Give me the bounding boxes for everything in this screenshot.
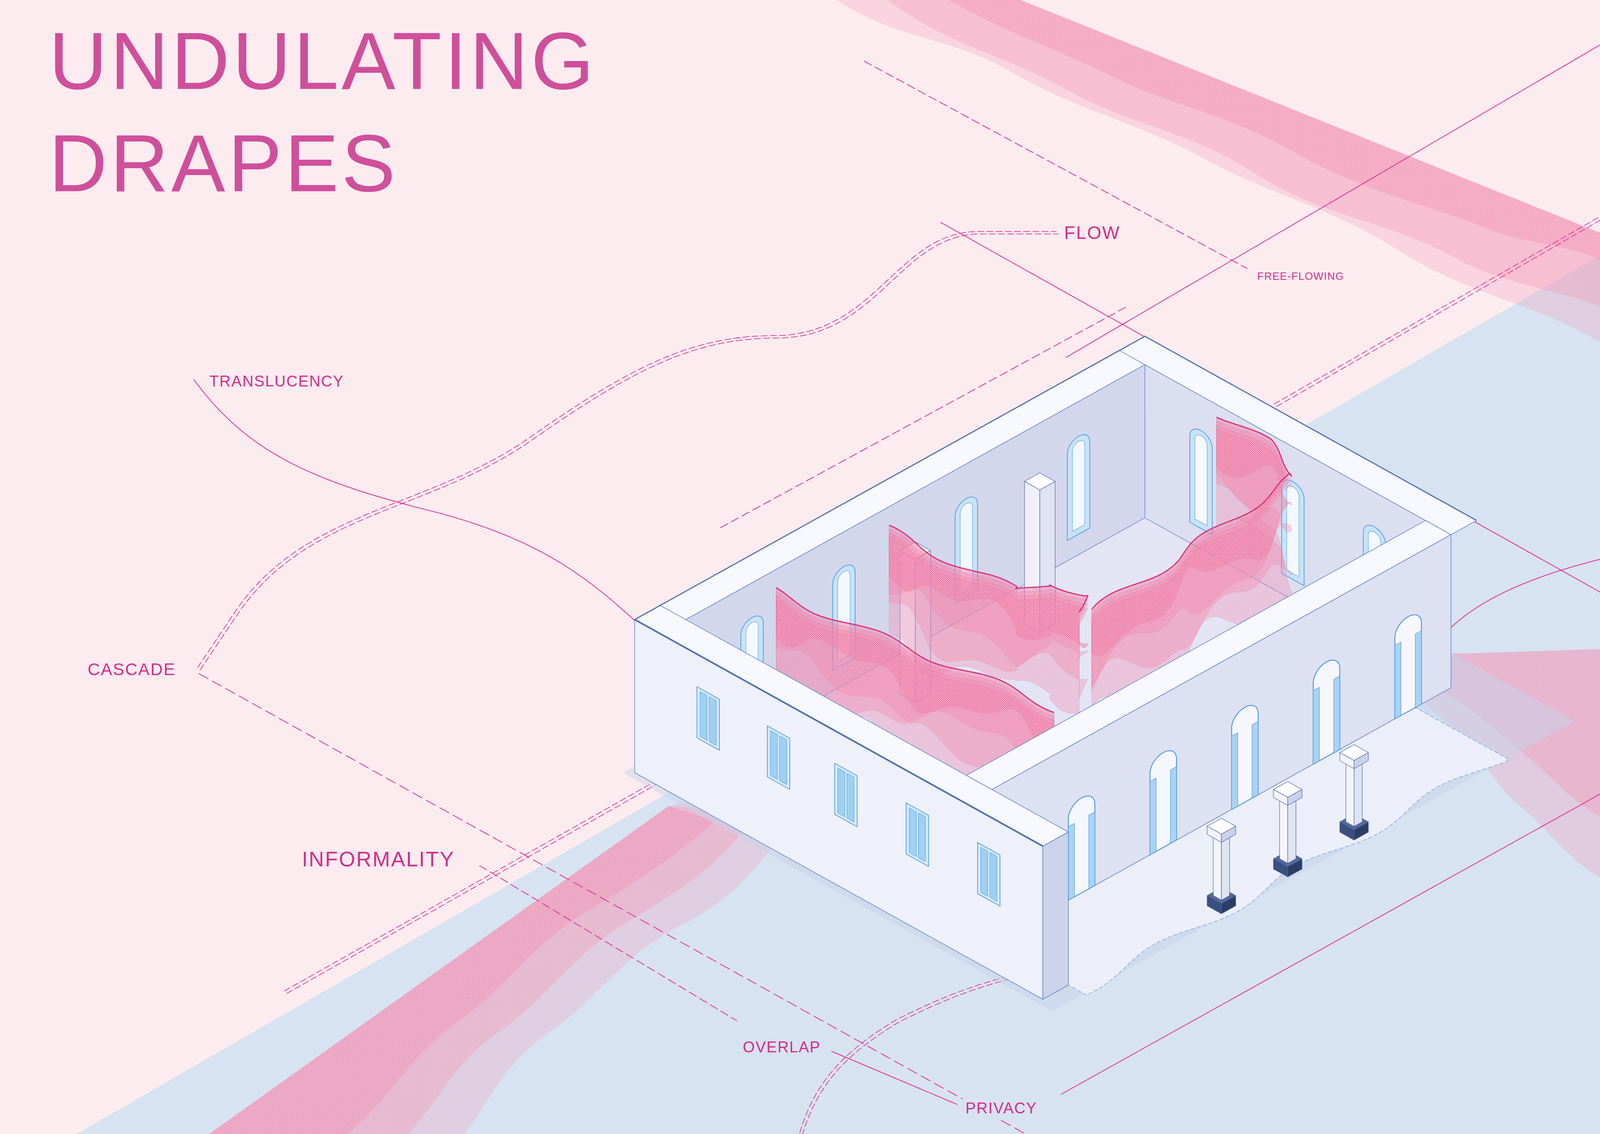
arched-door — [1313, 659, 1341, 764]
pillar-capital — [1339, 744, 1369, 761]
fabric-layer — [209, 806, 746, 1134]
poster-title: UNDULATING DRAPES — [48, 9, 656, 215]
pillar-shaft — [1345, 760, 1354, 827]
concept-line — [284, 774, 668, 991]
window-shutter — [699, 691, 708, 741]
concept-line — [193, 379, 635, 621]
fabric-layer — [209, 806, 715, 1134]
door-leaf — [1313, 687, 1320, 764]
window-shutter — [779, 735, 787, 785]
concept-line — [286, 776, 670, 993]
window — [767, 725, 791, 789]
door-leaf — [1231, 732, 1238, 810]
window-shutter — [909, 807, 917, 857]
concept-line — [1276, 219, 1600, 407]
blue-ground — [76, 255, 1600, 1134]
window — [696, 686, 720, 751]
concept-label: FLOW — [1060, 221, 1124, 245]
fabric-layer — [887, 0, 1600, 306]
concept-label: CASCADE — [84, 658, 180, 680]
window-glass — [1072, 440, 1085, 532]
fabric-texture — [887, 0, 1600, 306]
door-leaf — [1415, 630, 1422, 708]
window-shutter — [847, 772, 855, 822]
axonometric-building — [622, 336, 1575, 1011]
window — [1067, 434, 1090, 541]
fabric-layer — [209, 799, 787, 1134]
concept-label: OVERLAP — [739, 1037, 825, 1057]
concept-line — [1066, 44, 1600, 358]
drape-rail — [889, 524, 1088, 612]
door-leaf — [1333, 675, 1340, 753]
door-leaf — [1252, 720, 1259, 798]
concept-line — [864, 61, 1248, 269]
fabric-layer — [948, 0, 1600, 261]
door-leaf — [1088, 811, 1095, 889]
roof-edge — [634, 336, 1477, 620]
arched-door — [1150, 750, 1177, 855]
concept-label: INFORMALITY — [298, 846, 458, 873]
pillar-shaft — [1213, 834, 1222, 901]
window-shutter — [770, 730, 778, 780]
wall-top — [1119, 336, 1477, 535]
concept-line — [479, 865, 737, 1021]
pillar-shaft — [1221, 834, 1230, 901]
window-shutter — [989, 852, 998, 902]
window-shutter — [980, 847, 988, 896]
wall-cut — [1042, 831, 1069, 1000]
window — [906, 802, 929, 867]
wall-top — [634, 605, 1069, 847]
concept-line — [1274, 217, 1599, 404]
drape-bands — [209, 0, 1600, 1134]
door-leaf — [1150, 777, 1157, 855]
window-shutter — [837, 767, 846, 817]
fabric-texture — [209, 806, 746, 1134]
concept-label: FREE-FLOWING — [1254, 269, 1348, 284]
arched-door — [1231, 705, 1259, 810]
concept-lines — [193, 44, 1600, 1134]
pillar-shaft — [1354, 760, 1363, 827]
door-leaf — [1068, 822, 1075, 900]
concept-label: TRANSLUCENCY — [206, 371, 348, 392]
window — [977, 842, 1001, 906]
drape-rail — [1091, 417, 1292, 610]
window-shutter — [709, 696, 717, 746]
fabric-texture — [209, 806, 715, 1134]
wall-top — [966, 520, 1451, 790]
fabric-layer — [836, 0, 1600, 342]
fabric-texture — [948, 0, 1600, 261]
pier — [1024, 472, 1056, 490]
concept-line — [831, 1050, 958, 1104]
window-shutter — [918, 812, 926, 862]
arched-door — [1395, 614, 1422, 719]
pillar-shaft — [1279, 797, 1288, 864]
pillar-shaft — [1287, 797, 1296, 864]
wall-top — [634, 336, 1171, 634]
concept-label: PRIVACY — [962, 1098, 1041, 1118]
cornice — [634, 619, 1043, 846]
window — [834, 763, 858, 827]
fabric-texture — [209, 799, 787, 1134]
door-leaf — [1395, 641, 1402, 719]
window-glass — [1195, 434, 1208, 526]
arched-door — [1068, 795, 1096, 901]
door-leaf — [1170, 766, 1177, 844]
pillar-capital — [1207, 817, 1236, 834]
window — [1189, 428, 1213, 535]
fabric-texture — [836, 0, 1600, 342]
pillar-capital — [1273, 781, 1303, 797]
